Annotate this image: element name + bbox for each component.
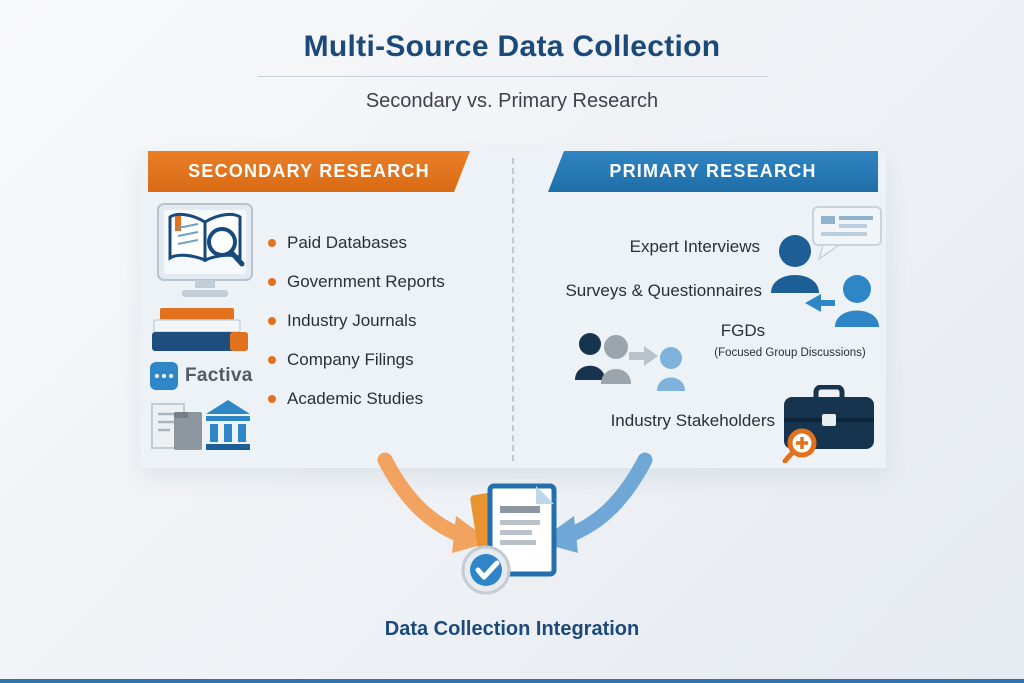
factiva-speech-icon (150, 362, 178, 390)
bullet-dot (268, 239, 276, 247)
bullet-dot (268, 356, 276, 364)
list-item-label: Industry Journals (287, 311, 417, 330)
list-item: Paid Databases (268, 233, 445, 253)
primary-item-expert-interviews: Expert Interviews (629, 237, 760, 256)
list-item: Company Filings (268, 350, 445, 370)
list-item-label: Company Filings (287, 350, 414, 369)
primary-item-surveys: Surveys & Questionnaires (565, 281, 762, 300)
column-divider-dashed (512, 158, 514, 461)
list-item: Industry Journals (268, 311, 445, 331)
integration-label: Data Collection Integration (384, 618, 640, 640)
interview-person-speech-icon (771, 206, 882, 327)
list-item-label: Academic Studies (287, 389, 424, 408)
converge-arrows (377, 452, 653, 553)
primary-research-header: PRIMARY RESEARCH (548, 151, 878, 192)
integration-documents-icon (461, 483, 557, 595)
bullet-dot (268, 317, 276, 325)
secondary-items-list: Paid Databases Government Reports Indust… (268, 233, 445, 428)
secondary-research-header: SECONDARY RESEARCH (148, 151, 470, 192)
books-stack-icon (152, 308, 248, 351)
bottom-accent-bar (0, 679, 1024, 683)
list-item-label: Government Reports (287, 272, 445, 291)
list-item: Government Reports (268, 272, 445, 292)
primary-item-fgds-sub: (Focused Group Discussions) (714, 347, 866, 359)
book-magnifier-monitor-icon (157, 203, 253, 297)
title-divider (258, 76, 768, 77)
factiva-label: Factiva (185, 365, 253, 386)
page-subtitle: Secondary vs. Primary Research (365, 90, 659, 112)
primary-item-fgds: FGDs (720, 321, 766, 340)
primary-item-stakeholders: Industry Stakeholders (610, 411, 775, 430)
checkmark-badge-icon (461, 545, 511, 595)
secondary-header-label: SECONDARY RESEARCH (188, 161, 430, 181)
list-item: Academic Studies (268, 389, 445, 409)
fgd-group-icon (575, 333, 685, 391)
factiva-logo: Factiva (150, 362, 253, 390)
bullet-dot (268, 395, 276, 403)
page-title: Multi-Source Data Collection (303, 30, 721, 63)
primary-header-label: PRIMARY RESEARCH (609, 161, 817, 181)
list-item-label: Paid Databases (287, 233, 408, 252)
bullet-dot (268, 278, 276, 286)
stakeholder-briefcase-magnifier-icon (782, 385, 874, 463)
documents-bank-icon (151, 400, 250, 450)
